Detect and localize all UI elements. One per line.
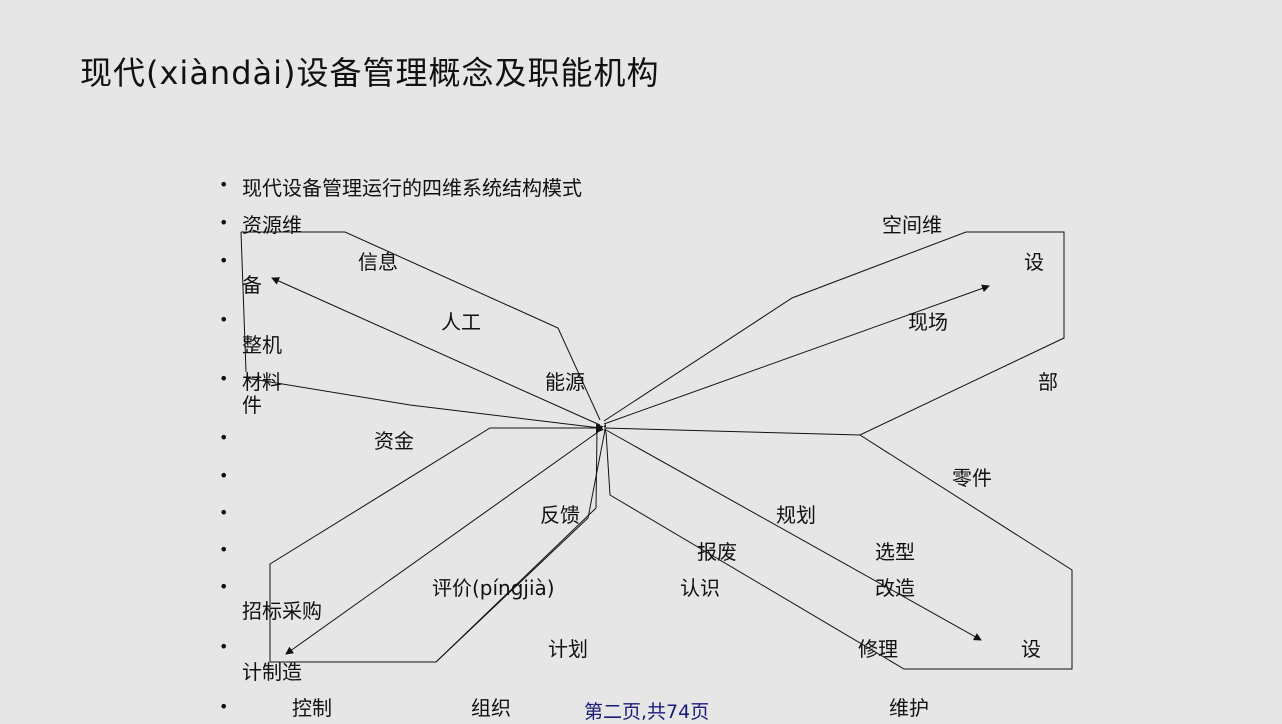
bullet-marker [219, 317, 228, 329]
material-connector [245, 377, 601, 429]
bullet-marker [219, 220, 228, 232]
label-capital: 资金 [374, 429, 414, 453]
label-organize: 组织 [471, 696, 511, 720]
label-control: 控制 [292, 696, 332, 720]
label-complete-machine: 整机 [242, 333, 282, 357]
bullet-marker [219, 376, 228, 388]
bullet-marker [219, 182, 228, 194]
label-scrap: 报废 [697, 540, 737, 564]
label-repair: 修理 [858, 637, 898, 661]
resource-dimension-outline [241, 231, 601, 421]
label-site: 现场 [908, 310, 948, 334]
diagram-heading: 现代设备管理运行的四维系统结构模式 [242, 176, 582, 200]
label-recognize: 认识 [680, 576, 720, 600]
label-feedback: 反馈 [540, 503, 580, 527]
page-footer: 第二页,共74页 [584, 701, 710, 723]
label-planning: 规划 [776, 503, 816, 527]
arrow-to-site [603, 284, 990, 425]
label-department: 部 [1038, 370, 1058, 394]
label-space-dimension: 空间维 [882, 213, 942, 237]
arrow-to-equipment-right [605, 429, 982, 641]
label-spare-parts: 零件 [952, 466, 992, 490]
label-material: 材料 [242, 370, 282, 394]
label-bid-purchase: 招标采购 [242, 599, 322, 623]
center-node [596, 424, 608, 433]
label-manual: 人工 [441, 310, 481, 334]
label-maintain: 维护 [889, 696, 929, 720]
lifecycle-outline [605, 431, 1073, 670]
bullet-marker [219, 644, 228, 656]
space-dimension-outline [603, 231, 1065, 436]
arrow-to-bid-purchase [285, 431, 599, 655]
arrow-to-equipment-left [271, 277, 601, 426]
label-manufacture-plan: 计制造 [242, 660, 302, 684]
resource-dimension-left-edge [240, 231, 247, 373]
label-plan: 计划 [548, 637, 588, 661]
bullet-marker [219, 584, 228, 596]
label-renovate: 改造 [875, 576, 915, 600]
page-title: 现代(xiàndài)设备管理概念及职能机构 [80, 54, 660, 92]
label-evaluation: 评价(píngjià) [432, 576, 555, 600]
label-part: 件 [242, 393, 262, 417]
bullet-marker [219, 473, 228, 485]
label-equipment-right-top: 设 [1024, 250, 1044, 274]
label-equipment-left: 备 [242, 273, 262, 297]
feedback-connector [435, 429, 606, 663]
management-outline [269, 427, 600, 663]
bullet-marker [219, 704, 228, 716]
label-energy: 能源 [545, 370, 585, 394]
label-equipment-right-bottom: 设 [1021, 637, 1041, 661]
bullet-marker [219, 258, 228, 270]
bullet-marker [219, 510, 228, 522]
label-resource-dimension: 资源维 [242, 213, 302, 237]
label-selection: 选型 [875, 540, 915, 564]
bullet-marker [219, 435, 228, 447]
label-information: 信息 [358, 250, 398, 274]
bullet-marker [219, 547, 228, 559]
